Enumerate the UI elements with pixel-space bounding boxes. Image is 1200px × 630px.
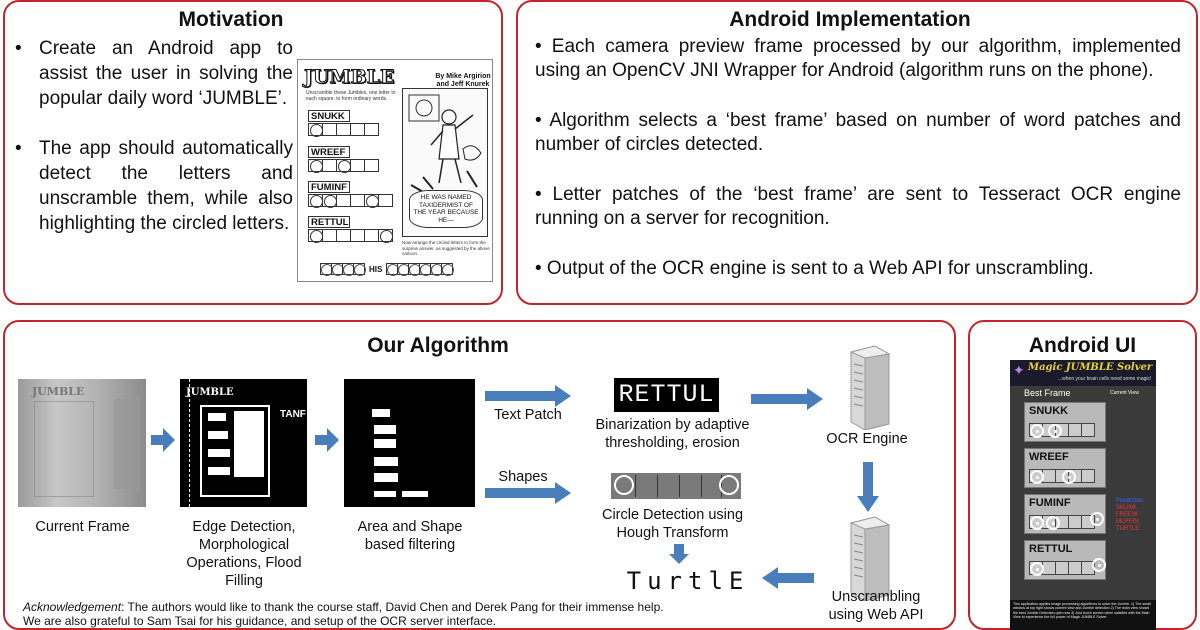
label-text-patch: Text Patch	[494, 407, 562, 423]
detected-circle	[1030, 424, 1044, 438]
algorithm-title: Our Algorithm	[367, 334, 509, 357]
detected-circle	[1030, 470, 1044, 484]
jumble-cartoon: HE WAS NAMED TAXIDERMIST OF THE YEAR BEC…	[402, 88, 488, 237]
jumble-puzzle-image: JUMBLE By Mike Argirion and Jeff Knurek …	[297, 59, 493, 282]
detected-circle	[1062, 470, 1076, 484]
prediction-item: FREEW	[1116, 512, 1138, 518]
label-shapes: Shapes	[498, 469, 548, 485]
prediction-item: MUFFIN	[1116, 519, 1139, 525]
prediction-item: TURTLE	[1116, 526, 1140, 532]
best-frame-label: Best Frame	[1024, 388, 1071, 398]
phone-screenshot: ✦ Magic JUMBLE Solver ...when your brain…	[1010, 360, 1156, 630]
phone-word-label: RETTUL	[1029, 543, 1073, 555]
jumble-bottom-text: Now arrange the circled letters to form …	[402, 240, 490, 256]
caption-current-frame: Current Frame	[35, 519, 130, 535]
app-subtitle: ...when your brain cells need some magic…	[1058, 376, 1152, 382]
jumble-word-label: WREEF	[308, 146, 350, 158]
caption-ocr-engine: OCR Engine	[826, 431, 908, 447]
motivation-bullet: Create an Android app to assist the user…	[15, 36, 293, 111]
binarized-patch-image: RETTUL	[614, 378, 719, 412]
cartoon-caption: HE WAS NAMED TAXIDERMIST OF THE YEAR BEC…	[409, 190, 483, 228]
detected-circle	[719, 475, 739, 495]
detected-circle	[1092, 558, 1106, 572]
detected-circle	[614, 475, 634, 495]
motivation-bullets: Create an Android app to assist the user…	[15, 36, 293, 236]
detected-circle	[1048, 424, 1062, 438]
current-view-label: Current View	[1110, 390, 1139, 396]
caption-circle-detection: Circle Detection using Hough Transform	[601, 507, 744, 541]
circle-detection-image	[611, 473, 741, 499]
arrow-right-icon	[751, 388, 823, 410]
caption-binarization: Binarization by adaptive thresholding, e…	[595, 417, 750, 451]
phone-word-label: SNUKK	[1029, 405, 1069, 417]
jumble-word-label: SNUKK	[308, 110, 350, 122]
jumble-answer-word: HIS	[369, 264, 383, 274]
jumble-word-label: RETTUL	[308, 216, 350, 228]
web-api-server-icon	[849, 516, 891, 601]
motivation-panel: Motivation Create an Android app to assi…	[3, 0, 503, 305]
arrow-down-icon	[857, 462, 879, 512]
implementation-paragraph: • Letter patches of the ‘best frame’ are…	[535, 184, 1181, 229]
implementation-paragraph: • Output of the OCR engine is sent to a …	[535, 258, 1094, 279]
caption-area-filter: Area and Shape based filtering	[357, 519, 463, 553]
arrow-left-icon	[762, 567, 814, 589]
jumble-answer-row: HIS	[320, 263, 455, 276]
jumble-instructions: Unscramble these Jumbles, one letter to …	[306, 90, 396, 102]
jumble-logo: JUMBLE	[304, 66, 395, 89]
detected-circle	[1030, 562, 1044, 576]
frame-logo: JUMBLE	[32, 385, 85, 398]
result-word: TurtlE	[626, 567, 750, 595]
wizard-icon: ✦	[1013, 362, 1025, 378]
arrow-right-icon	[485, 482, 571, 504]
arrow-down-icon	[669, 544, 689, 564]
phone-word-label: FUMINF	[1029, 497, 1071, 509]
motivation-title: Motivation	[178, 8, 284, 31]
implementation-text: • Each camera preview frame processed by…	[535, 35, 1181, 281]
app-header: ✦ Magic JUMBLE Solver ...when your brain…	[1010, 360, 1156, 386]
android-ui-panel: Android UI ✦ Magic JUMBLE Solver ...when…	[968, 320, 1197, 630]
ocr-server-icon	[849, 345, 891, 430]
detected-circle	[1046, 516, 1060, 530]
arrow-right-icon	[485, 385, 571, 407]
acknowledgement-text: : The authors would like to thank the co…	[121, 600, 664, 614]
phone-word-label: WREEF	[1029, 451, 1069, 463]
prediction-list: Prediction: SKUNK FREEW MUFFIN TURTLE	[1116, 498, 1144, 533]
prediction-item: SKUNK	[1116, 505, 1137, 511]
app-title: Magic JUMBLE Solver	[1028, 362, 1153, 373]
edge-detection-image: JUMBLE TANF	[180, 379, 307, 507]
app-instructions: This application applies image processin…	[1010, 600, 1156, 630]
arrow-right-icon	[315, 428, 339, 452]
prediction-label: Prediction:	[1116, 498, 1145, 504]
algorithm-panel: Our Algorithm JUMBLE Current Frame JUMBL…	[3, 320, 956, 630]
acknowledgement: Acknowledgement: The authors would like …	[23, 600, 763, 628]
edge-tanf: TANF	[280, 409, 306, 420]
android-ui-title: Android UI	[1028, 334, 1137, 357]
caption-web-api: Unscrambling using Web API	[828, 589, 924, 623]
jumble-word-label: FUMINF	[308, 181, 350, 193]
edge-logo: JUMBLE	[186, 387, 234, 398]
detected-circle	[1090, 512, 1104, 526]
cartoon-drawing	[408, 94, 482, 194]
implementation-paragraph: • Algorithm selects a ‘best frame’ based…	[535, 110, 1181, 155]
detected-circle	[1030, 516, 1044, 530]
implementation-title: Android Implementation	[729, 8, 971, 31]
current-frame-image: JUMBLE	[18, 379, 146, 507]
motivation-bullet: The app should automatically detect the …	[15, 136, 293, 236]
acknowledgement-label: Acknowledgement	[23, 600, 122, 614]
caption-edge-detection: Edge Detection, Morphological Operations…	[186, 519, 302, 589]
arrow-right-icon	[151, 428, 175, 452]
acknowledgement-text-2: We are also grateful to Sam Tsai for his…	[23, 614, 497, 628]
jumble-authors: By Mike Argirion and Jeff Knurek	[435, 73, 491, 88]
implementation-paragraph: • Each camera preview frame processed by…	[535, 36, 1181, 81]
implementation-panel: Android Implementation • Each camera pre…	[516, 0, 1198, 305]
area-filter-image	[344, 379, 475, 507]
